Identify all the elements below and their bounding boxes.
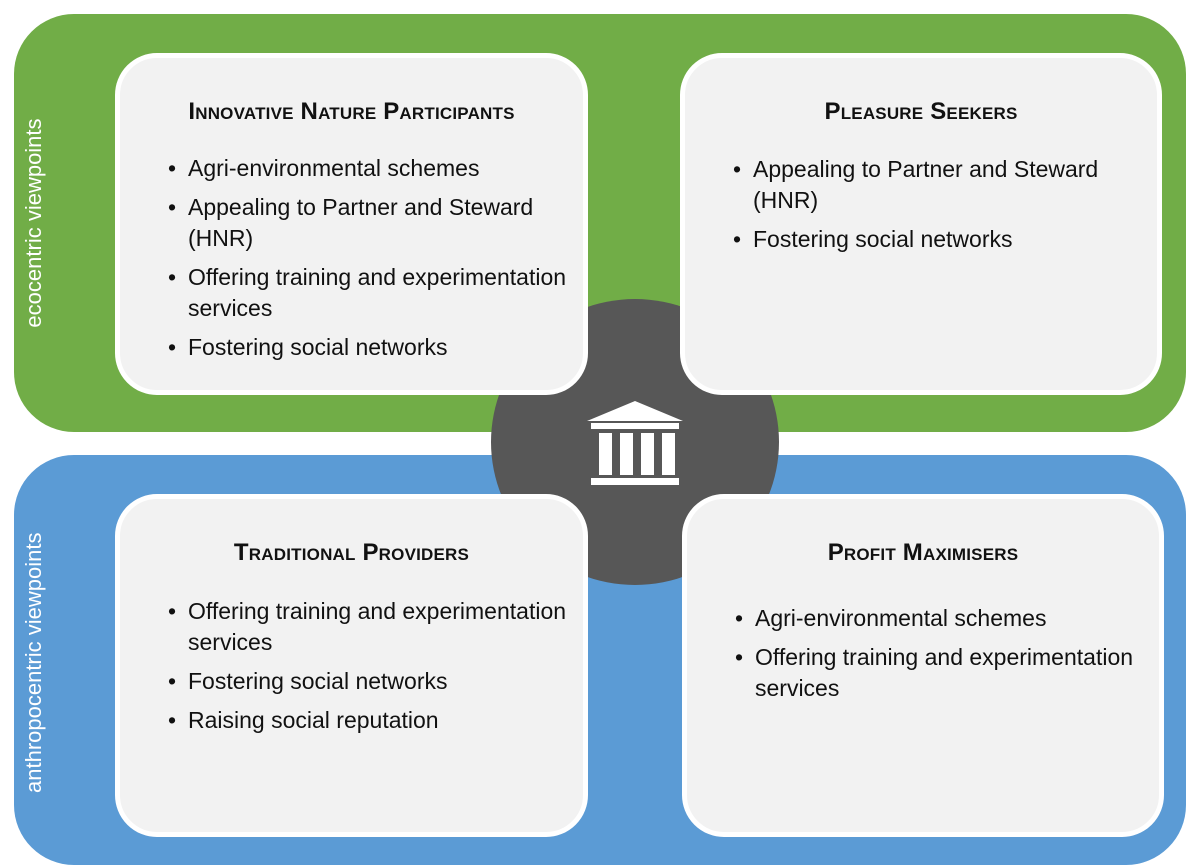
card-pleasure-seekers: Pleasure Seekers Appealing to Partner an… [680,53,1162,395]
institution-building-icon [587,401,683,485]
list-item: Raising social reputation [168,705,568,736]
card-profit-maximisers: Profit Maximisers Agri-environmental sch… [682,494,1164,837]
card-title: Innovative Nature Participants [188,98,515,125]
list-item: Offering training and experimentation se… [168,596,568,658]
card-traditional-providers: Traditional Providers Offering training … [115,494,588,837]
card-list: Offering training and experimentation se… [168,596,568,744]
list-item: Fostering social networks [733,224,1133,255]
card-title: Profit Maximisers [827,539,1019,566]
ecocentric-label: ecocentric viewpoints [21,118,46,328]
list-item: Fostering social networks [168,332,568,363]
card-title: Traditional Providers [233,539,470,566]
card-innovative-nature-participants: Innovative Nature Participants Agri-envi… [115,53,588,395]
list-item: Appealing to Partner and Steward (HNR) [733,154,1133,216]
card-list: Agri-environmental schemes Appealing to … [168,153,568,371]
card-list: Agri-environmental schemes Offering trai… [735,603,1135,712]
anthropocentric-label: anthropocentric viewpoints [21,532,46,793]
card-list: Appealing to Partner and Steward (HNR) F… [733,154,1133,263]
card-title: Pleasure Seekers [824,98,1018,125]
list-item: Fostering social networks [168,666,568,697]
list-item: Agri-environmental schemes [168,153,568,184]
list-item: Offering training and experimentation se… [735,642,1135,704]
list-item: Appealing to Partner and Steward (HNR) [168,192,568,254]
list-item: Offering training and experimentation se… [168,262,568,324]
list-item: Agri-environmental schemes [735,603,1135,634]
